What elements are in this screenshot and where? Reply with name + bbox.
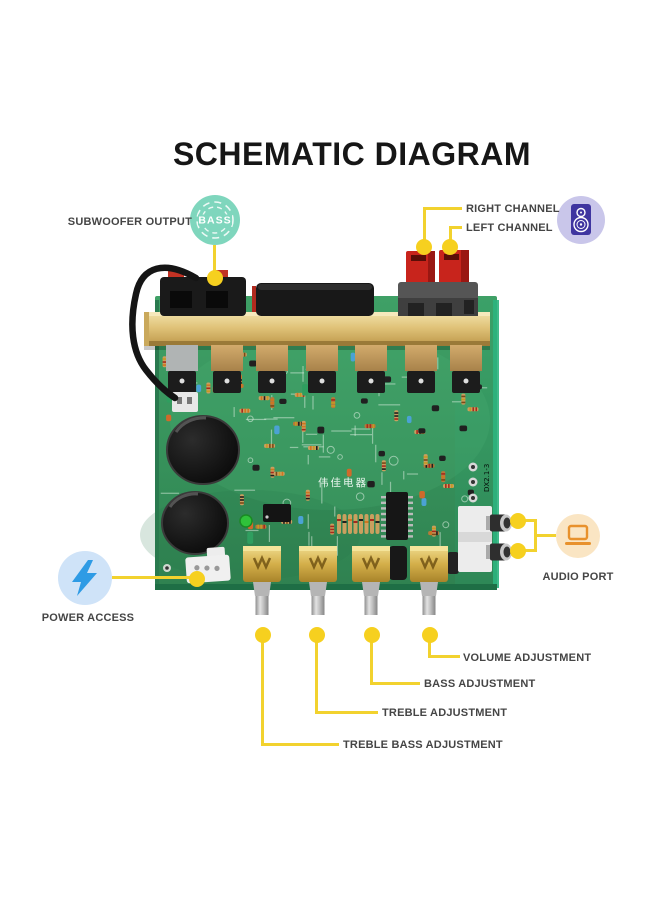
callout-line (370, 682, 420, 685)
solder-pads (163, 462, 478, 572)
circuit-board: 伟佳电器 DX2.1-3 (129, 250, 512, 615)
callout-line (423, 207, 426, 247)
label-bass-adjustment: BASS ADJUSTMENT (424, 678, 536, 690)
callout-dot-audio-2 (510, 543, 526, 559)
callout-line (315, 711, 378, 714)
callout-dot-power (189, 571, 205, 587)
heatsink-bar (144, 312, 490, 350)
speaker-terminals (398, 250, 478, 316)
callout-dot-audio-1 (510, 513, 526, 529)
label-subwoofer-output: SUBWOOFER OUTPUT (67, 216, 192, 228)
callout-line (428, 635, 431, 658)
callout-line (534, 534, 556, 537)
callout-line (370, 635, 373, 685)
pot-volume (410, 546, 448, 615)
wire-connector (172, 392, 198, 412)
label-treble-adjustment: TREBLE ADJUSTMENT (382, 707, 508, 719)
callout-line (213, 245, 216, 272)
transistor-row (166, 345, 482, 393)
board-silkscreen-text: 伟佳电器 (318, 476, 368, 489)
callout-line (517, 519, 537, 522)
bass-badge-text: BASS (198, 215, 231, 227)
callout-dot-treble (309, 627, 325, 643)
callout-dot-subwoofer (207, 270, 223, 286)
callout-line (261, 635, 264, 746)
callout-line (428, 655, 460, 658)
callout-dot-left-channel (442, 239, 458, 255)
board-model-text: DX2.1-3 (483, 464, 491, 492)
speaker-icon (557, 196, 605, 244)
label-left-channel: LEFT CHANNEL (466, 222, 553, 234)
callout-line (315, 635, 318, 714)
label-power-access: POWER ACCESS (41, 612, 135, 624)
resistor-bank (337, 514, 380, 534)
callout-dot-right-channel (416, 239, 432, 255)
laptop-icon (556, 514, 600, 558)
label-treble-bass-adjustment: TREBLE BASS ADJUSTMENT (343, 739, 503, 751)
callout-line (449, 226, 452, 247)
label-volume-adjustment: VOLUME ADJUSTMENT (463, 652, 592, 664)
callout-line (449, 226, 462, 229)
pot-bass (352, 546, 390, 615)
led-indicator (239, 514, 253, 528)
page-title: SCHEMATIC DIAGRAM (172, 136, 532, 172)
filter-capacitors (161, 415, 240, 555)
callout-line (517, 549, 537, 552)
pot-treble-bass (243, 546, 281, 615)
label-audio-port: AUDIO PORT (542, 571, 614, 583)
subwoofer-terminal (160, 270, 246, 316)
callout-dot-treble-bass (255, 627, 271, 643)
callout-dot-bass (364, 627, 380, 643)
callout-line (423, 207, 462, 210)
transformer-block (252, 283, 374, 316)
potentiometers (243, 546, 448, 615)
bass-circle-icon: BASS (190, 195, 240, 245)
subwoofer-wire (129, 264, 200, 402)
pot-treble (299, 546, 337, 615)
ic-chips (239, 492, 459, 580)
callout-dot-volume (422, 627, 438, 643)
label-right-channel: RIGHT CHANNEL (466, 203, 560, 215)
lightning-bolt-icon (58, 551, 112, 605)
callout-line (261, 743, 339, 746)
callout-line (112, 576, 198, 579)
rca-jacks (458, 506, 512, 572)
